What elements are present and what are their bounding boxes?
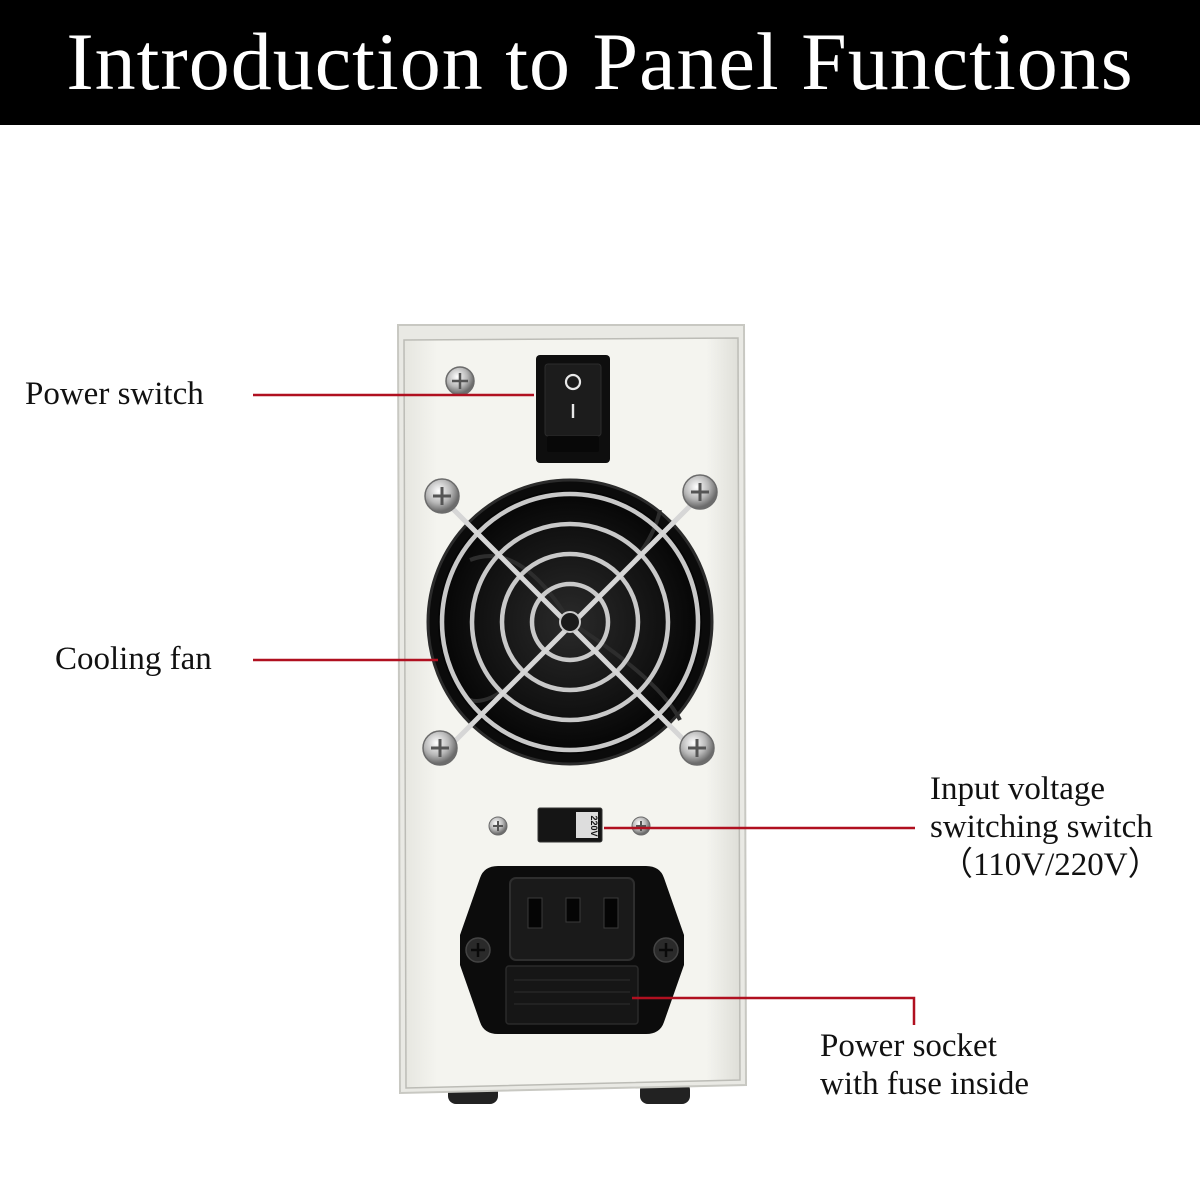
socket-screw-left-icon bbox=[465, 937, 491, 963]
page-title: Introduction to Panel Functions bbox=[66, 16, 1134, 107]
power-socket-with-fuse bbox=[460, 866, 684, 1034]
screw-top-left-icon bbox=[445, 366, 475, 396]
power-socket-label-line-1: Power socket bbox=[820, 1028, 997, 1064]
power-socket-label: Power socket with fuse inside bbox=[820, 1027, 1029, 1103]
power-switch-label: Power switch bbox=[25, 376, 204, 412]
small-screw-right-icon bbox=[631, 816, 651, 836]
small-screw-left-icon bbox=[488, 816, 508, 836]
voltage-selector-switch: 220V bbox=[537, 807, 603, 843]
socket-screw-right-icon bbox=[653, 937, 679, 963]
fan-screw-bottom-left-icon bbox=[422, 730, 458, 766]
power-socket-label-line-2: with fuse inside bbox=[820, 1066, 1029, 1102]
fan-screw-top-right-icon bbox=[682, 474, 718, 510]
title-banner: Introduction to Panel Functions bbox=[0, 0, 1200, 125]
leader-power-socket bbox=[632, 996, 916, 1025]
blank-area bbox=[0, 125, 1200, 320]
cooling-fan-label: Cooling fan bbox=[55, 641, 212, 677]
voltage-switch-marking: 220V bbox=[589, 815, 599, 836]
power-rocker-switch bbox=[536, 355, 610, 463]
voltage-switch-label-line-1: Input voltage bbox=[930, 771, 1106, 807]
rocker-off-symbol bbox=[564, 373, 582, 391]
voltage-switch-label: Input voltage switching switch （110V/220… bbox=[930, 770, 1161, 884]
fan-screw-top-left-icon bbox=[424, 478, 460, 514]
fan-screw-bottom-right-icon bbox=[679, 730, 715, 766]
voltage-switch-label-line-3: （110V/220V） bbox=[940, 847, 1161, 883]
cooling-fan bbox=[426, 478, 714, 766]
fuse-drawer bbox=[505, 965, 639, 1025]
voltage-switch-label-line-2: switching switch bbox=[930, 809, 1153, 845]
